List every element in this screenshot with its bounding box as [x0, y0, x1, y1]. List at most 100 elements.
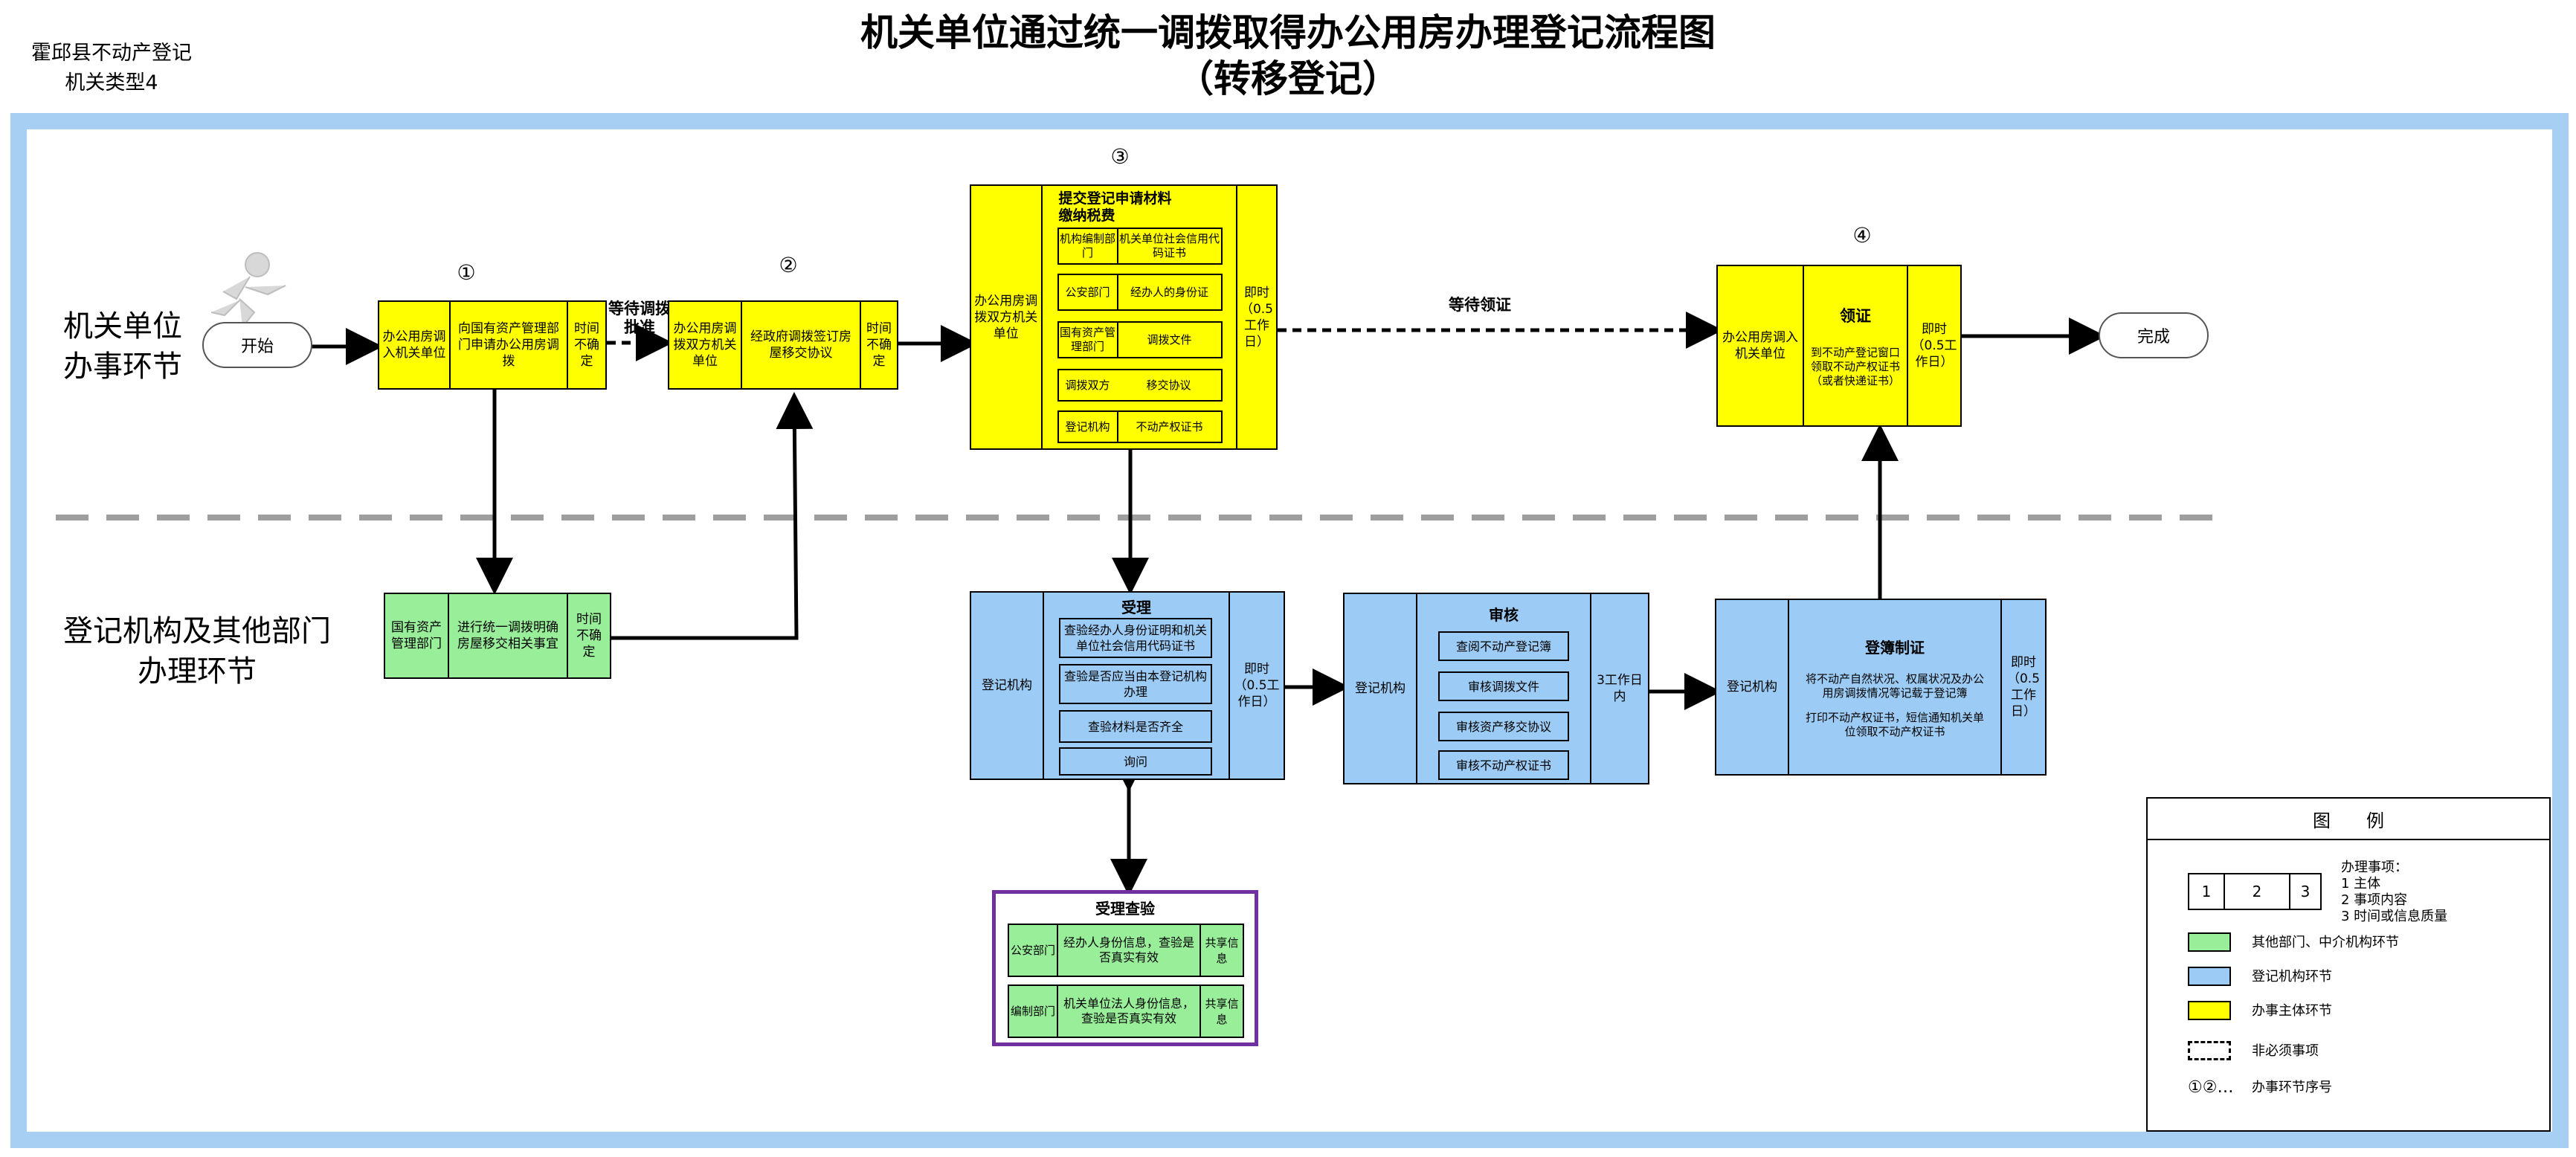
step3-box: 办公用房调拨双方机关单位 提交登记申请材料 缴纳税费 机构编制部门 机关单位社会…: [970, 184, 1278, 450]
page-subtitle: （转移登记）: [1176, 57, 1400, 100]
accept-middle: 受理 查验经办人身份证明和机关单位社会信用代码证书 查验是否应当由本登记机构办理…: [1043, 593, 1229, 779]
step1-time: 时间不确定: [567, 302, 605, 388]
legend-yellow-label: 办事主体环节: [2252, 1003, 2332, 1019]
lane-label-bottom: 登记机构及其他部门 办理环节: [45, 611, 350, 692]
accept-subject: 登记机构: [982, 678, 1032, 693]
step3-row-1-left: 机构编制部门: [1059, 232, 1115, 260]
step2-time: 时间不确定: [860, 302, 897, 388]
lane-bottom-line1: 登记机构及其他部门: [63, 614, 331, 648]
step3-row-2-right: 经办人的身份证: [1116, 275, 1221, 309]
step4-box: 办公用房调入机关单位 领证 到不动产登记窗口领取不动产权证书（或者快递证书） 即…: [1716, 265, 1962, 427]
lane-top-line2: 办事环节: [63, 349, 182, 384]
step4-content: 到不动产登记窗口领取不动产权证书（或者快递证书）: [1810, 345, 1900, 387]
accept-box: 登记机构 受理 查验经办人身份证明和机关单位社会信用代码证书 查验是否应当由本登…: [970, 591, 1285, 780]
legend: 图 例 1 2 3 办理事项： 1 主体 2 事项内容 3 时间或信息质量 其他…: [2146, 797, 2551, 1132]
step4-subject: 办公用房调入机关单位: [1722, 330, 1798, 361]
verify-row-1-dept: 公安部门: [1010, 943, 1055, 957]
step2-box: 办公用房调拨双方机关单位 经政府调拨签订房屋移交协议 时间不确定: [668, 300, 898, 390]
legend-desc-0: 办理事项：: [2341, 860, 2408, 875]
legend-desc-2: 2 事项内容: [2341, 892, 2408, 908]
register-time: 即时（0.5工作日）: [2000, 600, 2045, 774]
step4-header: 领证: [1840, 306, 1871, 325]
register-box: 登记机构 登簿制证 将不动产自然状况、权属状况及办公用房调拨情况等记载于登记簿 …: [1715, 599, 2047, 776]
diagram-frame: [10, 113, 2569, 1148]
accept-time: 即时（0.5工作日）: [1229, 593, 1284, 779]
legend-swatch-yellow: [2188, 1001, 2231, 1020]
step3-row-3: 国有资产管理部门 调拨文件: [1057, 321, 1223, 358]
verify-row-2: 编制部门 机关单位法人身份信息，查验是否真实有效 共享信息: [1008, 984, 1244, 1038]
corner-line1: 霍邱县不动产登记: [31, 42, 192, 65]
step-number-4: ④: [1852, 223, 1872, 248]
step-number-2: ②: [779, 253, 798, 277]
review-box: 登记机构 审核 查阅不动产登记簿 审核调拨文件 审核资产移交协议 审核不动产权证…: [1343, 593, 1649, 784]
legend-cell-3: 3: [2289, 874, 2320, 909]
step3-row-2-left: 公安部门: [1065, 285, 1110, 299]
legend-green-label: 其他部门、中介机构环节: [2252, 935, 2399, 950]
review-time: 3工作日内: [1590, 594, 1648, 783]
step3-row-3-right: 调拨文件: [1116, 323, 1221, 357]
accept-item-4: 询问: [1059, 747, 1212, 776]
accept-item-1: 查验经办人身份证明和机关单位社会信用代码证书: [1059, 618, 1212, 658]
start-terminal: 开始: [202, 322, 312, 368]
accept-item-3: 查验材料是否齐全: [1059, 710, 1212, 743]
step3-row-2: 公安部门 经办人的身份证: [1057, 274, 1223, 311]
step3-row-4: 调拨双方 移交协议: [1057, 369, 1223, 402]
green-step-content: 进行统一调拨明确房屋移交相关事宜: [448, 594, 567, 677]
step3-header1: 提交登记申请材料: [1058, 190, 1172, 207]
green-step-subject: 国有资产管理部门: [391, 620, 442, 651]
step3-row-5-left: 登记机构: [1065, 419, 1110, 434]
step-number-1: ①: [457, 260, 476, 285]
legend-desc-3: 3 时间或信息质量: [2341, 909, 2448, 924]
step3-row-1-right: 机关单位社会信用代码证书: [1116, 229, 1221, 263]
step-number-3: ③: [1110, 144, 1130, 169]
review-subject: 登记机构: [1355, 681, 1405, 696]
wait-approval-label: 等待调拨批准: [608, 300, 671, 336]
step1-box: 办公用房调入机关单位 向国有资产管理部门申请办公用房调拨 时间不确定: [378, 300, 607, 390]
end-terminal: 完成: [2099, 312, 2209, 358]
legend-swatch-dashed: [2188, 1041, 2231, 1060]
step3-header2: 缴纳税费: [1058, 207, 1115, 224]
step3-row-5-right: 不动产权证书: [1116, 412, 1221, 442]
review-item-1: 查阅不动产登记簿: [1438, 631, 1569, 661]
step3-row-5: 登记机构 不动产权证书: [1057, 410, 1223, 443]
step3-row-1: 机构编制部门 机关单位社会信用代码证书: [1057, 228, 1223, 265]
verify-box: 受理查验 公安部门 经办人身份信息，查验是否真实有效 共享信息 编制部门 机关单…: [992, 890, 1258, 1046]
step2-content: 经政府调拨签订房屋移交协议: [741, 302, 860, 388]
lane-top-line1: 机关单位: [63, 309, 182, 344]
step3-materials: 提交登记申请材料 缴纳税费 机构编制部门 机关单位社会信用代码证书 公安部门 经…: [1040, 186, 1236, 448]
verify-row-2-content: 机关单位法人身份信息，查验是否真实有效: [1057, 986, 1200, 1037]
legend-cell-1: 1: [2201, 883, 2212, 900]
verify-row-1: 公安部门 经办人身份信息，查验是否真实有效 共享信息: [1008, 924, 1244, 977]
step4-middle: 领证 到不动产登记窗口领取不动产权证书（或者快递证书）: [1803, 266, 1907, 425]
step3-row-4-right: 移交协议: [1146, 378, 1191, 392]
step2-subject: 办公用房调拨双方机关单位: [673, 321, 737, 369]
register-subject: 登记机构: [1727, 680, 1777, 694]
legend-dashed-label: 非必须事项: [2252, 1043, 2319, 1059]
register-content1: 将不动产自然状况、权属状况及办公用房调拨情况等记载于登记簿: [1806, 671, 1985, 700]
verify-row-2-share: 共享信息: [1200, 986, 1243, 1037]
step3-row-4-left: 调拨双方: [1065, 378, 1110, 392]
green-step-box: 国有资产管理部门 进行统一调拨明确房屋移交相关事宜 时间不确定: [384, 593, 611, 679]
lane-label-top: 机关单位 办事环节: [45, 306, 201, 387]
register-header: 登簿制证: [1865, 638, 1925, 657]
review-item-4: 审核不动产权证书: [1438, 750, 1569, 780]
register-middle: 登簿制证 将不动产自然状况、权属状况及办公用房调拨情况等记载于登记簿 打印不动产…: [1788, 600, 2000, 774]
step3-time: 即时（0.5工作日）: [1235, 186, 1276, 448]
legend-seq-label: 办事环节序号: [2252, 1080, 2332, 1095]
verify-header: 受理查验: [1095, 900, 1155, 918]
review-item-2: 审核调拨文件: [1438, 671, 1569, 701]
verify-row-1-share: 共享信息: [1200, 925, 1243, 976]
page-title: 机关单位通过统一调拨取得办公用房办理登记流程图: [860, 11, 1716, 54]
legend-swatch-blue: [2188, 967, 2231, 986]
accept-header: 受理: [1121, 599, 1151, 616]
legend-desc-1: 1 主体: [2341, 876, 2381, 892]
step3-row-3-left: 国有资产管理部门: [1059, 326, 1115, 353]
step4-time: 即时（0.5工作日）: [1907, 266, 1960, 425]
corner-line2: 机关类型4: [65, 71, 158, 94]
arrow-green-step2: [605, 392, 814, 640]
accept-item-2: 查验是否应当由本登记机构办理: [1059, 664, 1212, 704]
legend-title: 图 例: [2148, 799, 2549, 840]
verify-row-1-content: 经办人身份信息，查验是否真实有效: [1057, 925, 1200, 976]
lane-bottom-line2: 办理环节: [138, 654, 257, 689]
